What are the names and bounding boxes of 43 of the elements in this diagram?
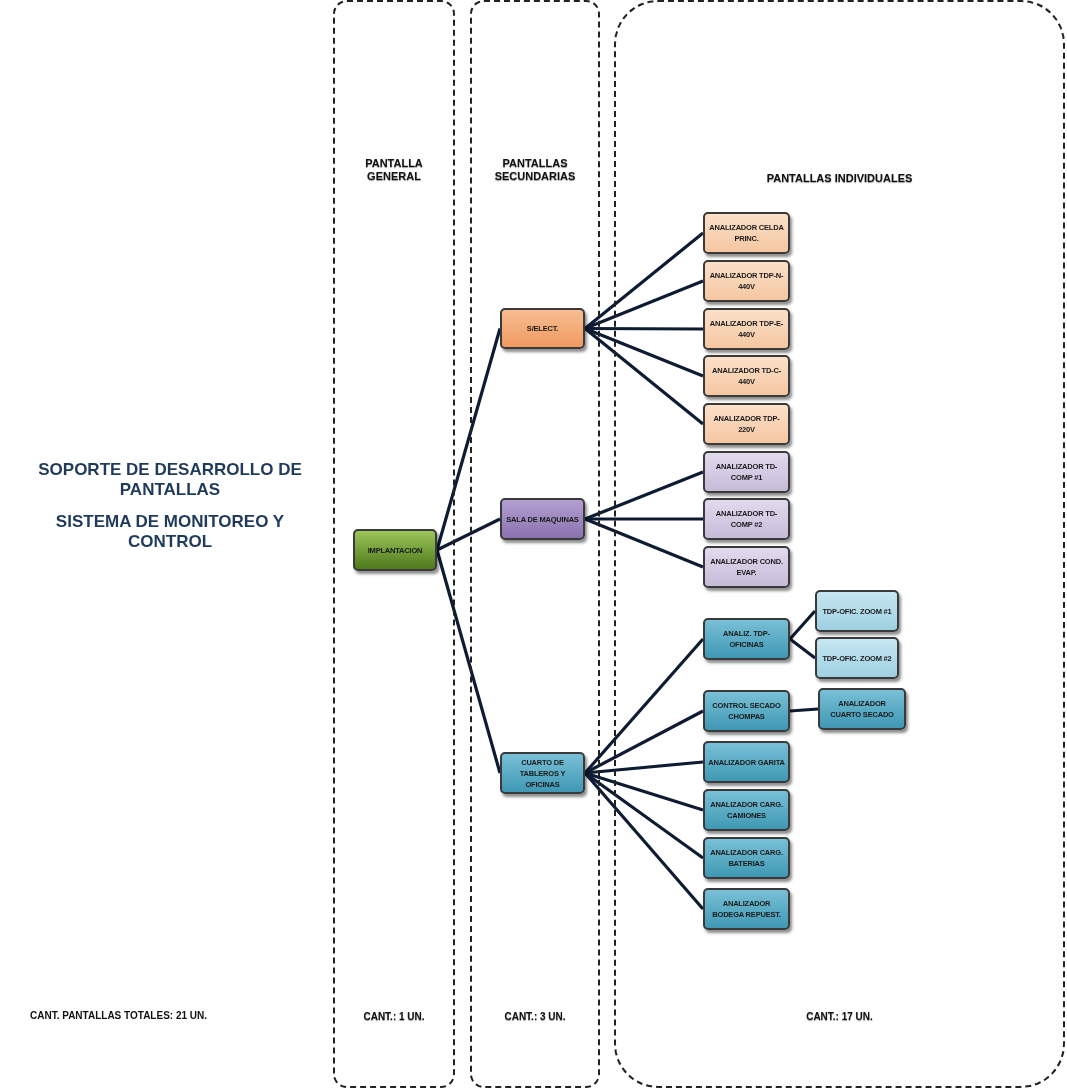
connector-line bbox=[584, 231, 704, 330]
diagram-title: SOPORTE DE DESARROLLO DE PANTALLAS bbox=[37, 460, 303, 500]
total-count: CANT. PANTALLAS TOTALES: 21 UN. bbox=[30, 1010, 209, 1021]
swimlane bbox=[614, 0, 1065, 1088]
screen-box bbox=[703, 403, 790, 445]
swimlane bbox=[333, 0, 455, 1088]
screen-box bbox=[703, 355, 790, 397]
screen-box bbox=[703, 308, 790, 350]
connector-line bbox=[584, 327, 704, 426]
connector-line bbox=[789, 637, 816, 660]
screen-box bbox=[703, 789, 790, 831]
connector-line bbox=[788, 609, 817, 641]
screen-box bbox=[500, 498, 585, 540]
screen-box bbox=[703, 212, 790, 254]
connector-line bbox=[789, 707, 819, 713]
lane-heading: PANTALLA GENERAL bbox=[364, 157, 424, 183]
screen-box bbox=[353, 529, 437, 571]
connector-line bbox=[585, 326, 703, 331]
lane-heading: PANTALLAS INDIVIDUALES bbox=[765, 172, 914, 185]
screen-box bbox=[703, 888, 790, 930]
screen-box bbox=[818, 688, 906, 730]
screen-box bbox=[500, 308, 585, 349]
connector-line bbox=[435, 328, 502, 551]
screen-box bbox=[703, 741, 790, 783]
diagram-subtitle: SISTEMA DE MONITOREO Y CONTROL bbox=[54, 512, 286, 552]
lane-heading: PANTALLAS SECUNDARIAS bbox=[493, 157, 577, 183]
screen-box bbox=[703, 260, 790, 302]
screen-box bbox=[703, 618, 790, 660]
screen-box bbox=[703, 498, 790, 540]
screen-box bbox=[703, 451, 790, 493]
connector-line bbox=[436, 517, 501, 552]
screen-box bbox=[500, 752, 585, 794]
connector-line bbox=[435, 549, 502, 774]
lane-count: CANT.: 1 UN. bbox=[362, 1010, 426, 1023]
lane-count: CANT.: 17 UN. bbox=[805, 1010, 874, 1023]
screen-box bbox=[703, 837, 790, 879]
connector-line bbox=[584, 517, 704, 569]
screen-box bbox=[815, 590, 899, 632]
screen-box bbox=[703, 546, 790, 588]
screen-box bbox=[703, 690, 790, 732]
swimlane bbox=[470, 0, 600, 1088]
screen-box bbox=[815, 637, 899, 679]
lane-count: CANT.: 3 UN. bbox=[503, 1010, 567, 1023]
